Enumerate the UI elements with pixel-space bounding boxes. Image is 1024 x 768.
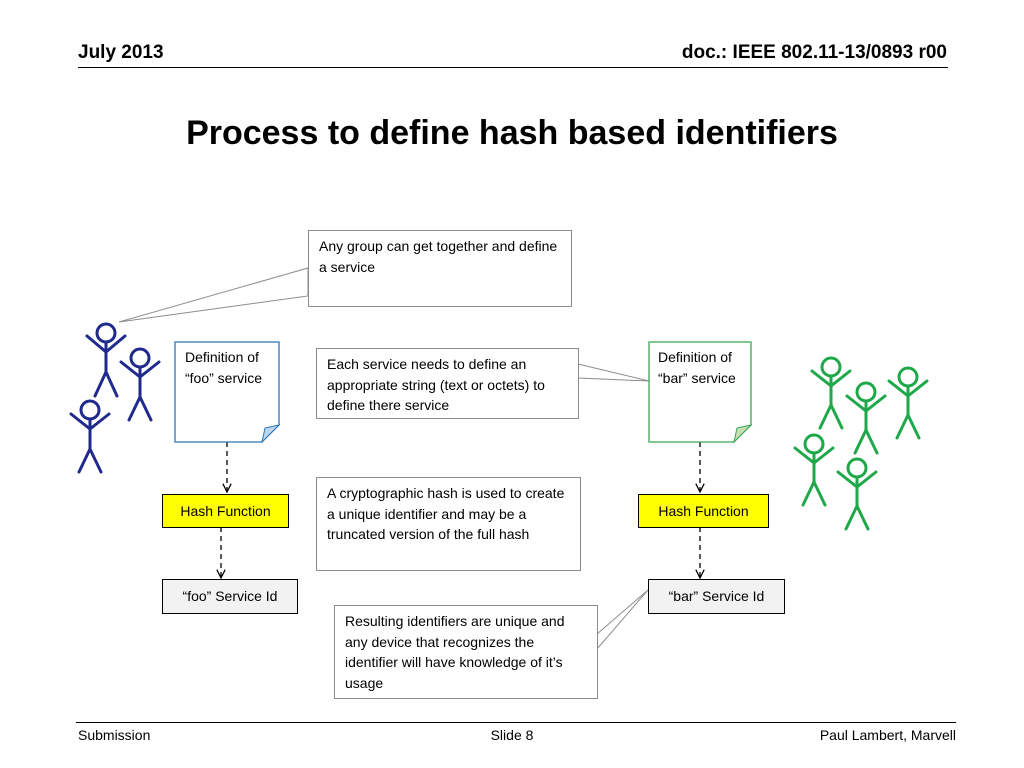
bar-service-id-box: “bar” Service Id: [648, 579, 785, 614]
green-person-icon: [793, 433, 835, 507]
foo-definition-label: Definition of “foo” service: [185, 349, 263, 386]
green-people-group: [793, 356, 929, 531]
green-person-icon: [810, 356, 852, 430]
footer-submission: Submission: [78, 727, 151, 743]
group-callout: Any group can get together and define a …: [308, 230, 572, 307]
bar-hash-function-box: Hash Function: [638, 494, 769, 528]
footer-divider: [76, 722, 956, 723]
blue-person-icon: [119, 347, 161, 422]
bar-definition-document-shape: [648, 341, 753, 444]
result-callout-pointer: [596, 589, 649, 651]
group-callout-pointer: [118, 267, 309, 323]
header-date: July 2013: [78, 42, 164, 63]
slide-title: Process to define hash based identifiers: [186, 114, 838, 152]
string-callout: Each service needs to define an appropri…: [316, 348, 579, 419]
foo-hash-function-box: Hash Function: [162, 494, 289, 528]
header-divider: [78, 67, 948, 68]
header-doc-id: doc.: IEEE 802.11-13/0893 r00: [681, 42, 947, 63]
bar-definition-label: Definition of “bar” service: [658, 349, 736, 386]
footer-author: Paul Lambert, Marvell: [819, 727, 956, 743]
footer-slide-number: Slide 8: [490, 727, 534, 743]
green-person-icon: [836, 457, 878, 531]
foo-service-id-box: “foo” Service Id: [162, 579, 298, 614]
blue-people-group: [69, 322, 161, 474]
hash-callout: A cryptographic hash is used to create a…: [316, 477, 581, 571]
blue-person-icon: [69, 399, 111, 474]
string-callout-pointer: [577, 363, 650, 382]
blue-person-icon: [85, 322, 127, 398]
green-person-icon: [887, 366, 929, 440]
result-callout: Resulting identifiers are unique and any…: [334, 605, 598, 699]
foo-definition-document-shape: [174, 341, 281, 444]
green-person-icon: [845, 381, 887, 455]
